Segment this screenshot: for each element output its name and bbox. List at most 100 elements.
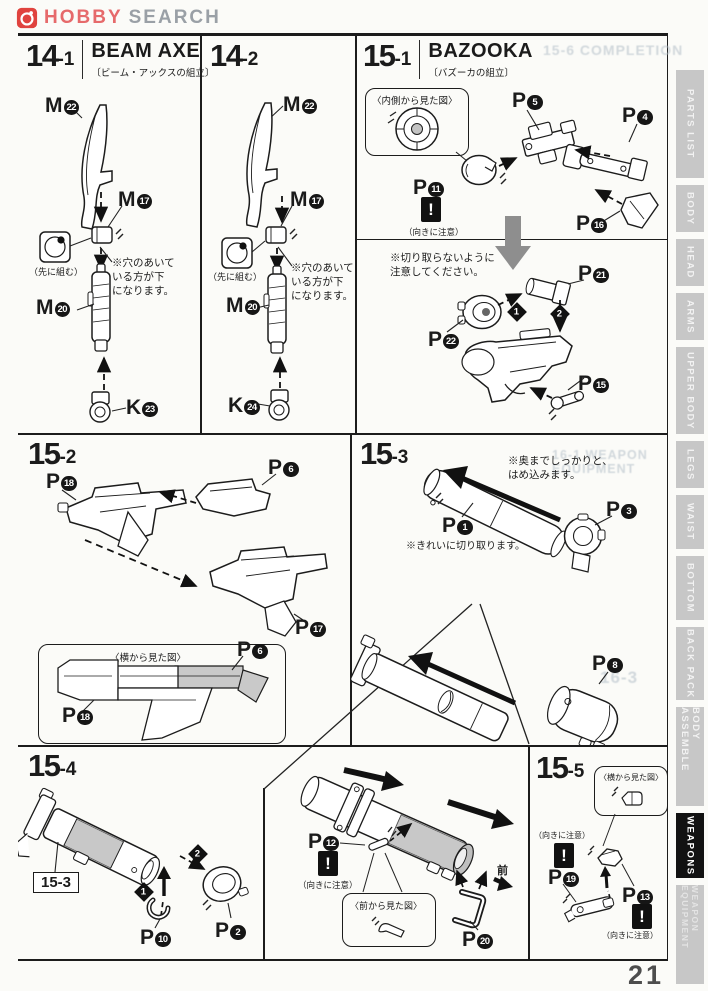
part-label-p10: P 10 [140,926,171,950]
part-letter: P [62,704,77,727]
step-subtitle: 〔ビーム・アックスの組立〕 [91,68,215,79]
first-assemble-icon [221,237,266,269]
part-number-circle: 17 [310,621,326,638]
part-label-k24: K 24 [228,394,260,418]
part-letter: P [606,498,621,521]
panel-15-5-header: 15 -5 [536,752,584,783]
divider-mid-15-5 [528,745,530,959]
first-assemble-caption: （先に組む） [29,267,84,277]
joint-part-m17 [265,226,298,244]
part-number-circle: 20 [477,933,493,950]
part-label-k23: K 23 [126,396,158,420]
step-suffix: -1 [394,49,412,70]
part-label-p3: P 3 [606,498,637,522]
part-number-circle: 20 [244,299,260,316]
fin-part-p16 [620,192,659,229]
inner-view-box [365,88,469,156]
part-number-circle: 22 [63,99,79,116]
bazooka-tube-assembled [350,634,509,742]
step-suffix: -3 [391,447,409,468]
pin-part-p12 [368,837,389,851]
part-number-circle: 19 [563,871,579,888]
front-view-pin [371,916,405,938]
part-letter: M [118,188,136,211]
side-view-caption: 〈横から見た図〉 [110,653,187,664]
step-number: 14 [210,38,243,73]
peg-part-k24 [268,389,290,421]
divider-15-4-mid [263,788,265,959]
rule-right [666,36,669,959]
part-letter: M [45,94,63,117]
divider-14-1-14-2 [200,36,202,433]
step-suffix: -5 [567,761,585,782]
diagram-15-5 [562,786,643,923]
bazooka-slide-assembly [300,775,474,881]
axe-blade-part [245,102,278,228]
step-number: 15 [28,748,61,783]
step-suffix: -4 [59,759,77,780]
part-letter: M [290,188,308,211]
side-view-caption: 〈横から見た図〉 [599,773,663,782]
part-letter: K [126,396,142,419]
part-letter: P [578,372,593,395]
round-part-p11 [461,154,507,186]
small-part-p13 [587,845,623,867]
part-letter: P [140,926,155,949]
part-label-m22: M 22 [45,94,79,118]
orientation-caption: （向きに注意） [298,880,358,890]
orientation-caption: （向きに注意） [534,831,590,840]
part-number-circle: 2 [230,924,246,941]
lever-part-p15 [550,390,585,410]
hole-orientation-note: ※穴のあいて いる方が下 になります。 [112,257,175,297]
cap-part-p2 [202,866,249,902]
fit-note: ※奥までしっかりと、 はめ込みます。 [508,455,613,481]
sidebar-tab-head: HEAD [676,239,704,286]
front-view-box [342,893,436,947]
part-number-circle: 22 [301,98,317,115]
part-label-p22: P 22 [428,328,459,352]
warning-icon: ! [554,843,574,868]
step-subtitle: 〔バズーカの組立〕 [428,68,514,79]
warning-icon: ! [632,904,652,929]
step-suffix: -2 [59,447,77,468]
part-letter: P [428,328,443,351]
part-label-p18-side: P 18 [62,704,93,728]
grip-part-p20 [452,889,487,929]
part-number-circle: 17 [136,193,152,210]
logo-brand-text: HOBBY [44,7,123,28]
panel-15-3-header: 15 -3 [360,438,408,469]
rule-footer [18,959,668,962]
base-part-p19 [563,896,615,923]
sight-part-p5 [521,119,577,165]
step-suffix: -2 [241,49,259,70]
part-label-m20: M 20 [36,296,70,320]
subassembly-ref-label: 15-3 [33,872,80,893]
part-number-circle: 11 [428,181,444,198]
step-title: BEAM AXE [91,40,201,62]
part-letter: P [576,212,591,235]
inner-view-caption: 〈内側から見た図〉 [372,96,458,107]
rule-row2-bottom [18,745,668,747]
peg-part-k23 [89,391,111,423]
bazooka-rear-body [461,328,573,403]
part-number-circle: 3 [621,503,637,520]
sidebar-tab-body-assemble: BODY ASSEMBLE [676,707,704,806]
hole-orientation-note: ※穴のあいて いる方が下 になります。 [291,262,354,302]
first-assemble-icon [39,231,92,263]
diagram-14-1 [39,103,127,423]
warning-icon: ! [421,197,441,222]
step-suffix: -1 [57,49,75,70]
part-letter: M [36,296,54,319]
hobby-search-logo: HOBBY SEARCH [16,7,221,29]
part-number-circle: 8 [607,657,623,674]
divider-14-2-15-1 [355,36,357,433]
part-label-m22: M 22 [283,93,317,117]
part-number-circle: 6 [252,643,268,660]
receiver-part-p18 [57,482,187,557]
part-label-p13: P 13 [622,884,653,908]
step-number: 14 [26,38,59,73]
cut-clean-note: ※きれいに切り取ります。 [406,541,525,552]
part-number-circle: 10 [155,931,171,948]
